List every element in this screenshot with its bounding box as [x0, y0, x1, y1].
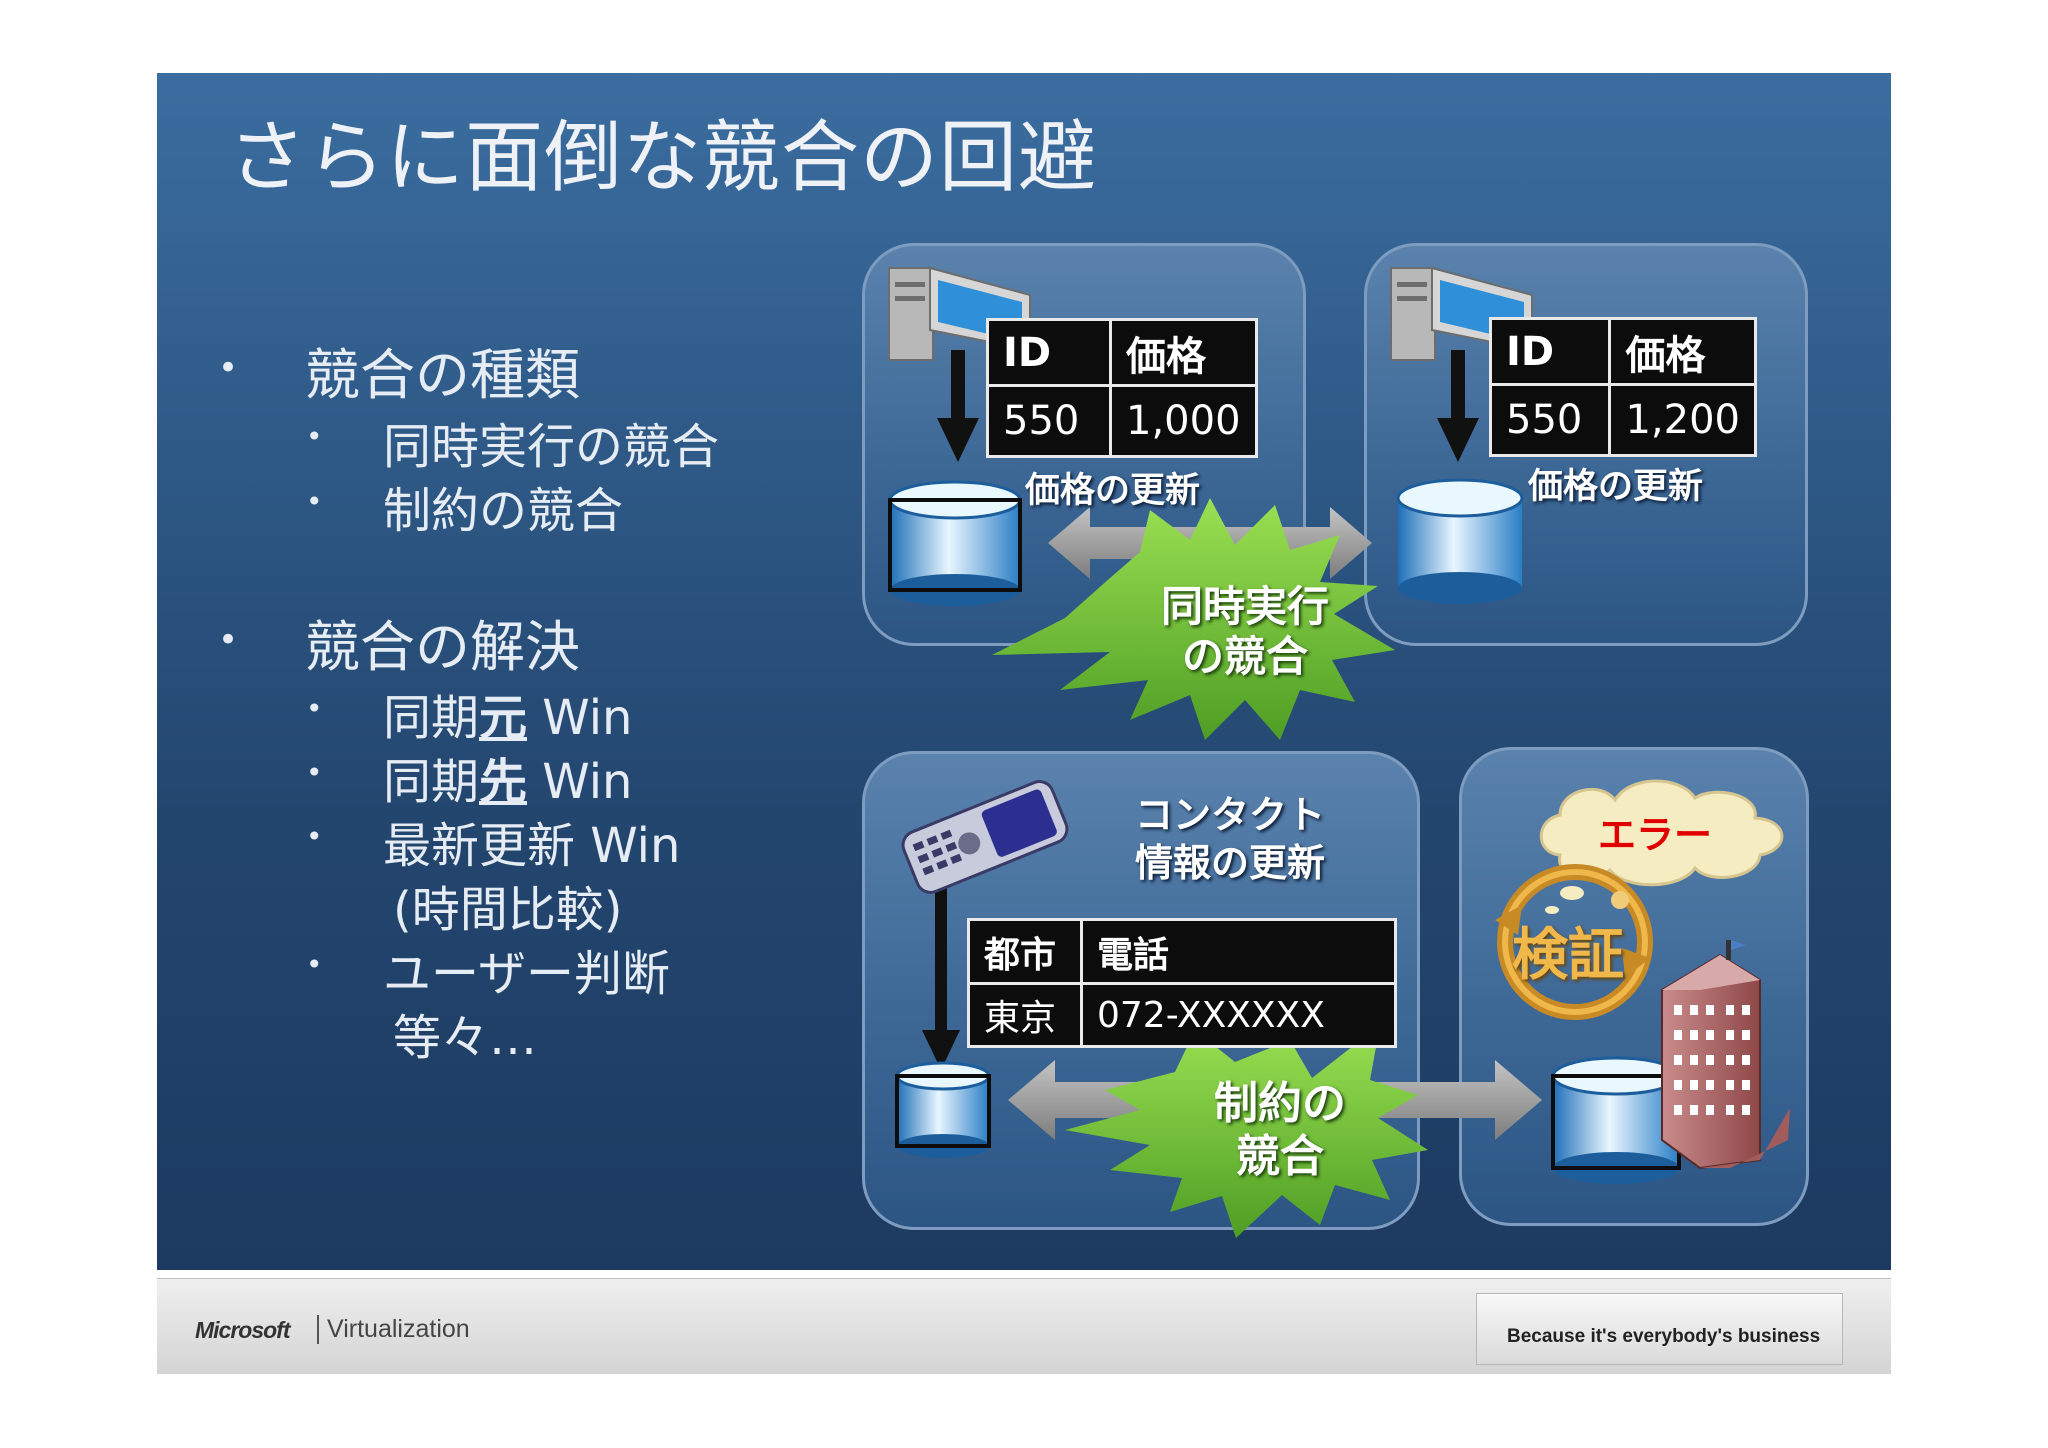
bullet-concurrent: 同時実行の競合 [383, 419, 720, 475]
error-label: エラー [1598, 813, 1713, 857]
burst-concurrent-label: 同時実行 の競合 [1160, 582, 1329, 682]
database-icon [888, 480, 1022, 606]
table-header-id: ID [1488, 317, 1612, 386]
table-cell-price: 1,000 [1109, 384, 1258, 458]
burst-constraint-label: 制約の 競合 [1214, 1078, 1346, 1182]
bullet-latest-note: (時間比較) [393, 882, 623, 938]
table-header-price: 価格 [1608, 317, 1757, 386]
price-update-label-right: 価格の更新 [1528, 467, 1704, 507]
bullet-dot: • [306, 756, 323, 789]
bullet-etc: 等々… [393, 1010, 538, 1066]
product-name: Virtualization [317, 1315, 470, 1344]
table-cell-id: 550 [986, 384, 1112, 458]
bullet-constraint: 制約の競合 [383, 483, 624, 539]
tagline-banner: Because it's everybody's business [1476, 1293, 1843, 1365]
verify-label: 検証 [1512, 923, 1624, 988]
table-header-phone: 電話 [1080, 918, 1397, 985]
conflict-burst-icon [1065, 1025, 1428, 1238]
bullet-dot: • [218, 620, 239, 660]
table-cell-phone: 072-XXXXXX [1080, 982, 1397, 1048]
price-table-left: ID 価格 550 1,000 [986, 318, 1258, 458]
bullet-dot: • [306, 485, 323, 518]
bullet-sync-dest: 同期先 Win [383, 754, 633, 810]
bullet-sync-source: 同期元 Win [383, 690, 633, 746]
table-header-id: ID [986, 318, 1112, 387]
tagline-text: Because it's everybody's business [1507, 1326, 1821, 1347]
microsoft-logo: Microsoft [195, 1317, 290, 1343]
building-icon [1661, 940, 1790, 1170]
bullet-resolution: 競合の解決 [305, 615, 581, 679]
bullet-dot: • [306, 820, 323, 853]
slide-title: さらに面倒な競合の回避 [228, 113, 1098, 203]
conflict-burst-icon [992, 498, 1395, 740]
table-header-price: 価格 [1109, 318, 1258, 387]
table-cell-price: 1,200 [1608, 383, 1757, 457]
down-arrow-icon [1437, 350, 1479, 462]
bullet-user: ユーザー判断 [383, 946, 671, 1002]
database-icon [1551, 1056, 1681, 1184]
bullet-dot: • [306, 948, 323, 981]
down-arrow-icon [922, 885, 960, 1070]
footer-bar: Microsoft Virtualization Because it's ev… [157, 1278, 1891, 1374]
verify-cycle-icon [1495, 864, 1653, 1020]
bullet-dot: • [306, 420, 323, 453]
table-cell-city: 東京 [967, 982, 1083, 1048]
down-arrow-icon [937, 350, 979, 462]
cloud-icon [1539, 779, 1784, 914]
phone-icon [901, 780, 1069, 894]
contact-table: 都市 電話 東京 072-XXXXXX [967, 918, 1397, 1048]
price-table-right: ID 価格 550 1,200 [1488, 317, 1757, 457]
bullet-latest: 最新更新 Win [383, 818, 681, 874]
database-icon [1396, 478, 1524, 604]
table-header-city: 都市 [967, 918, 1083, 985]
bullet-dot: • [218, 348, 239, 388]
table-cell-id: 550 [1488, 383, 1612, 457]
price-update-label-left: 価格の更新 [1025, 471, 1201, 511]
contact-update-label: コンタクト 情報の更新 [1135, 793, 1326, 885]
bullet-conflict-types: 競合の種類 [305, 343, 581, 407]
bullet-dot: • [306, 692, 323, 725]
database-icon [895, 1061, 991, 1158]
